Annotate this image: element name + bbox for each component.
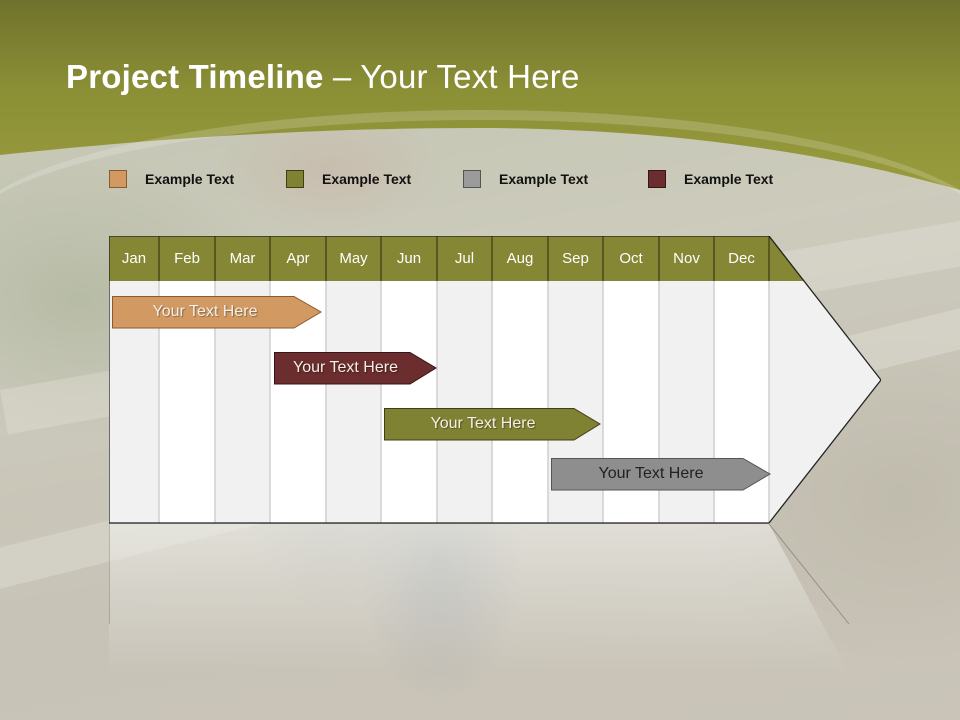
timeline-bar-4[interactable]: Your Text Here <box>551 458 771 491</box>
legend-label: Example Text <box>145 171 235 187</box>
bar-label: Your Text Here <box>598 465 704 482</box>
legend-item: Example Text <box>648 170 773 188</box>
month-header-aug: Aug <box>506 250 534 267</box>
timeline-chart: Jan Feb Mar Apr May Jun Jul Aug Sep Oct … <box>109 236 881 524</box>
legend-item: Example Text <box>286 170 411 188</box>
month-header-nov: Nov <box>673 250 700 267</box>
bar-label: Your Text Here <box>293 359 398 376</box>
month-header-dec: Dec <box>728 250 755 267</box>
month-header-sep: Sep <box>562 250 589 267</box>
bar-label: Your Text Here <box>430 415 536 432</box>
month-header-oct: Oct <box>619 250 643 267</box>
timeline-reflection-edge <box>109 524 850 625</box>
month-header-jan: Jan <box>121 250 147 267</box>
legend-swatch-tan <box>109 170 127 188</box>
month-header-mar: Mar <box>229 250 256 267</box>
month-header-may: May <box>339 250 368 267</box>
legend-swatch-olive <box>286 170 304 188</box>
title-bold: Project Timeline <box>66 58 324 95</box>
month-header-feb: Feb <box>174 250 200 267</box>
month-header-apr: Apr <box>286 250 310 267</box>
legend-item: Example Text <box>109 170 234 188</box>
month-header-jul: Jul <box>454 250 475 267</box>
timeline-bar-1[interactable]: Your Text Here <box>112 296 322 329</box>
legend-label: Example Text <box>499 171 589 187</box>
legend-item: Example Text <box>463 170 588 188</box>
legend-swatch-maroon <box>648 170 666 188</box>
legend-swatch-gray <box>463 170 481 188</box>
legend-label: Example Text <box>322 171 412 187</box>
legend-label: Example Text <box>684 171 774 187</box>
bar-label: Your Text Here <box>152 303 258 320</box>
page-title: Project Timeline – Your Text Here <box>66 58 580 96</box>
title-rest: – Your Text Here <box>323 58 580 95</box>
timeline-reflection <box>109 524 849 674</box>
month-header-jun: Jun <box>396 250 422 267</box>
timeline-bar-2[interactable]: Your Text Here <box>274 352 437 385</box>
timeline-bar-3[interactable]: Your Text Here <box>384 408 602 441</box>
